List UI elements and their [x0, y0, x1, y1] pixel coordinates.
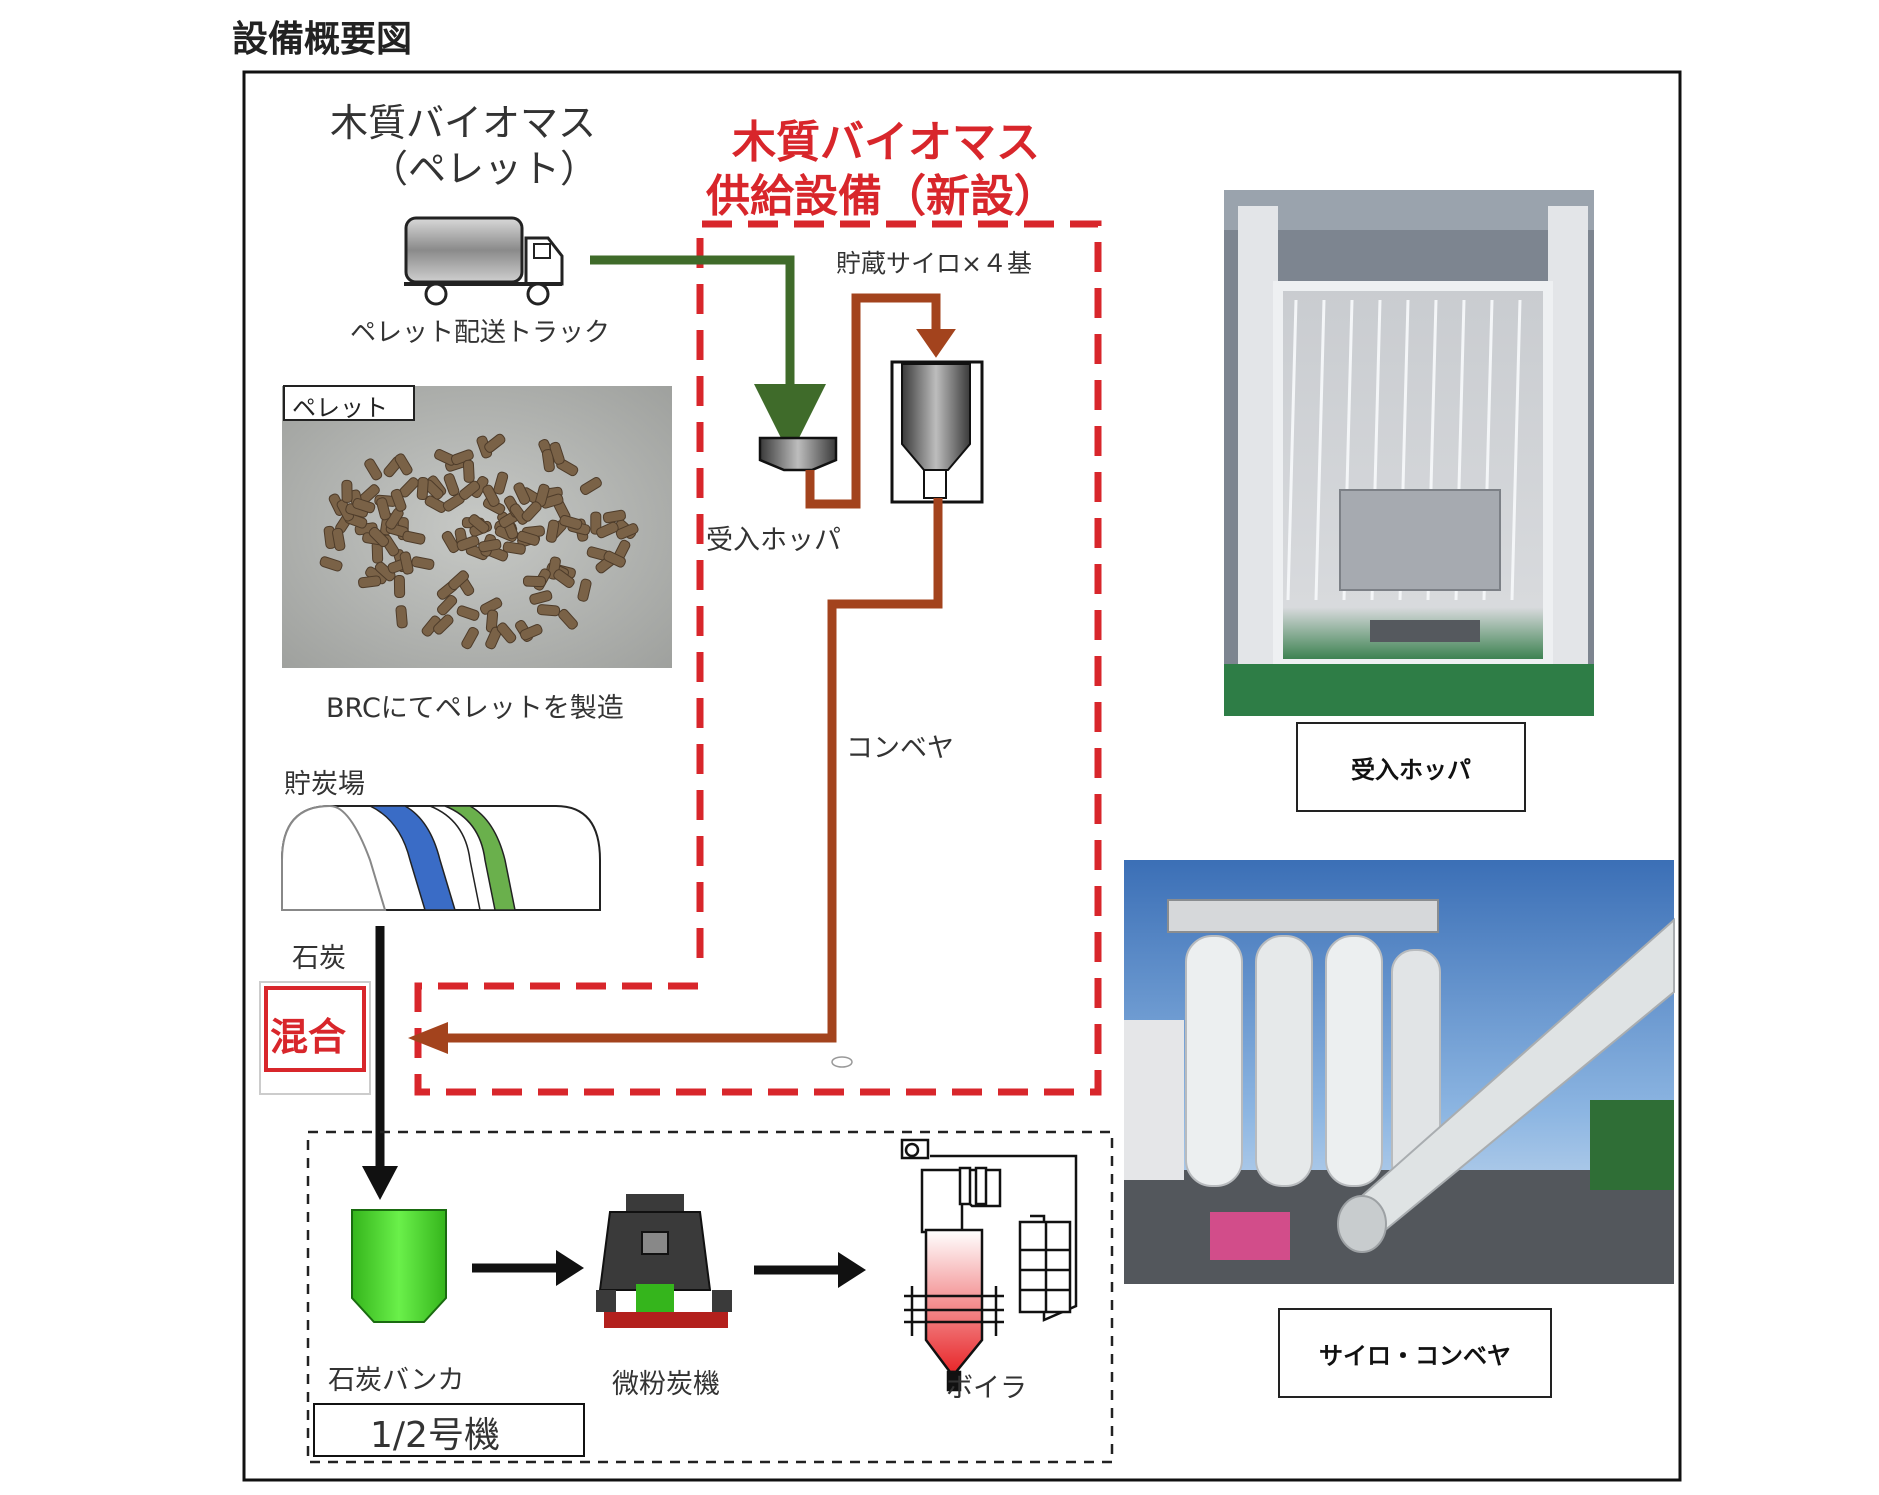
- pellet: [393, 574, 406, 599]
- pellet: [529, 590, 553, 605]
- pellet: [545, 519, 560, 543]
- pellet: [458, 480, 481, 500]
- pellet: [502, 541, 526, 555]
- pellet: [390, 488, 407, 512]
- pellet: [516, 530, 540, 546]
- new-equipment-title-line1: 木質バイオマス: [732, 117, 1040, 168]
- pellet: [513, 482, 531, 505]
- pellet: [437, 594, 458, 616]
- truck-to-hopper-arrow: [590, 255, 826, 456]
- pellet: [443, 473, 460, 497]
- pellet: [399, 551, 414, 575]
- pellet: [368, 526, 390, 548]
- pellet: [319, 556, 343, 572]
- mix-label: 混合: [270, 1015, 347, 1059]
- curtain-strip: [1510, 299, 1522, 601]
- pellet: [331, 527, 346, 551]
- pellet: [496, 622, 517, 644]
- biomass-title-line1: 木質バイオマス: [330, 101, 597, 145]
- pellet: [433, 614, 454, 635]
- pellet: [521, 501, 542, 522]
- conveyor-label: コンベヤ: [846, 733, 954, 764]
- pellet: [395, 605, 408, 629]
- conveyor-arrowhead: [408, 1022, 448, 1054]
- pellet: [411, 556, 435, 570]
- silo-label: 貯蔵サイロ×４基: [836, 249, 1032, 278]
- pellet: [341, 479, 353, 503]
- pellet: [484, 433, 506, 453]
- pellet: [549, 441, 565, 465]
- pellet: [522, 575, 547, 588]
- outer-frame: [242, 70, 1682, 1482]
- boiler-label: ボイラ: [946, 1373, 1027, 1404]
- pellet: [416, 476, 429, 501]
- pellet: [553, 569, 575, 589]
- pellet: [615, 523, 639, 540]
- pellet: [462, 459, 475, 483]
- mix-box: [264, 986, 366, 1072]
- conveyor-line: [440, 498, 943, 1043]
- pellet: [558, 608, 578, 630]
- hopper-building-photo: [1224, 190, 1594, 716]
- pellet: [577, 578, 592, 602]
- pellet: [352, 497, 376, 514]
- unit-label-box: [313, 1403, 585, 1457]
- pellet: [603, 550, 626, 568]
- pellet: [579, 477, 602, 495]
- page-title: 設備概要図: [232, 19, 413, 60]
- truck-icon: [404, 216, 564, 306]
- pellet: [402, 530, 426, 545]
- boiler-icon: [900, 1138, 1078, 1392]
- pellet: [559, 515, 583, 530]
- pellet: [376, 497, 391, 521]
- coal-label: 石炭: [292, 943, 346, 974]
- hopper-icon: [758, 436, 838, 472]
- pellet: [493, 471, 509, 495]
- pellet: [482, 484, 500, 507]
- curtain-strip: [1286, 299, 1298, 601]
- pellet-photo: [282, 385, 672, 668]
- pellet: [394, 453, 413, 476]
- pellet: [358, 575, 382, 589]
- new-equipment-boundary: [414, 220, 1102, 1096]
- pellet: [468, 514, 490, 534]
- truck-label: ペレット配送トラック: [350, 318, 611, 348]
- pulverizer-icon: [596, 1194, 732, 1328]
- unit-boundary: [306, 1130, 1114, 1464]
- pellet: [456, 605, 480, 621]
- pellet: [478, 538, 502, 553]
- pellet-tag: ペレット: [292, 394, 388, 422]
- pellet: [364, 458, 383, 481]
- pellet: [596, 521, 619, 539]
- pellet-caption: BRCにてペレットを製造: [326, 693, 624, 724]
- silo-conveyor-photo: [1124, 860, 1675, 1284]
- hopper-photo-caption: 受入ホッパ: [1296, 722, 1526, 812]
- hopper-label: 受入ホッパ: [706, 525, 841, 556]
- coal-yard-label: 貯炭場: [284, 769, 365, 800]
- pellet: [519, 624, 543, 641]
- coal-bunker-icon: [351, 1209, 447, 1323]
- biomass-title-line2: （ペレット）: [370, 147, 599, 191]
- pellet: [441, 530, 460, 554]
- pellet: [448, 570, 469, 591]
- mill-label: 微粉炭機: [612, 1369, 720, 1400]
- pellet: [541, 449, 555, 473]
- silo-icon: [890, 360, 984, 504]
- pellet: [602, 509, 626, 524]
- hopper-to-silo-line: [805, 293, 941, 509]
- coal-yard-icon: [281, 804, 601, 911]
- curtain-strip: [1314, 299, 1326, 601]
- bunker-label: 石炭バンカ: [328, 1365, 465, 1396]
- pellet: [461, 626, 479, 650]
- unit-label: 1/2号機: [370, 1415, 500, 1456]
- silo-photo-caption: サイロ・コンベヤ: [1278, 1308, 1552, 1398]
- pellet: [456, 535, 480, 552]
- new-equipment-title-line2: 供給設備（新設）: [706, 171, 1058, 222]
- pellet: [536, 604, 561, 617]
